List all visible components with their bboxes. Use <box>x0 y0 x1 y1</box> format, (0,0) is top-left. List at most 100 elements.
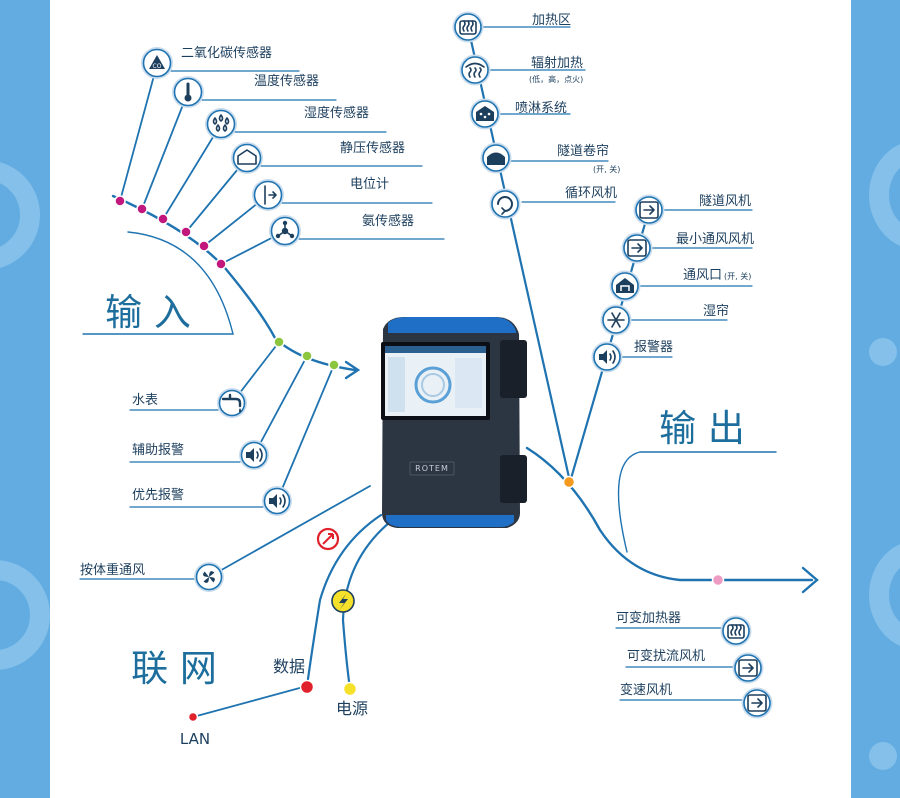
arrow-right-icon <box>747 694 767 712</box>
screen-header-bar <box>385 346 486 353</box>
output-mid-label-4: 报警器 <box>634 339 673 355</box>
speaker-icon <box>599 350 616 364</box>
output-trunk <box>525 446 814 582</box>
house-pressure-icon-glyph <box>237 149 257 165</box>
node-circle <box>491 190 519 218</box>
input-dot <box>215 258 227 270</box>
line-co2 <box>119 71 156 202</box>
thermometer-icon-glyph <box>184 82 192 102</box>
cooling-pad-icon-glyph <box>607 312 625 328</box>
ammonia-molecule-icon-glyph <box>275 220 295 239</box>
output-bottom-node-0 <box>720 615 752 647</box>
output-top-node-0 <box>452 11 484 43</box>
section-title-network: 联 网 <box>131 647 217 690</box>
water-tap-icon <box>221 393 242 413</box>
network-data-label: 数据 <box>273 657 305 676</box>
arrow-right-icon <box>627 239 647 257</box>
aux-node-0 <box>217 388 247 418</box>
output-top-node-1 <box>459 54 491 86</box>
speaker-icon-glyph <box>269 494 286 508</box>
humidity-drops-icon-glyph <box>212 114 230 132</box>
device-side-handle <box>500 340 527 398</box>
node-circle <box>461 56 489 84</box>
line-humidity <box>162 123 222 220</box>
output-top-label-1: 辐射加热 <box>531 55 583 71</box>
input-node-3 <box>231 142 263 174</box>
output-mid-node-1 <box>621 232 653 264</box>
tunnel-curtain-icon-glyph <box>487 152 505 165</box>
output-mid-node-2 <box>609 270 641 302</box>
output-top-label-0: 加热区 <box>532 13 571 28</box>
aux-node-1 <box>239 440 269 470</box>
co2-icon-glyph: CO <box>149 55 165 70</box>
diagram-nodes: CO <box>141 11 773 719</box>
input-dot <box>198 240 210 252</box>
speaker-icon <box>246 448 263 462</box>
inlet-icon-glyph <box>616 278 634 293</box>
line-data <box>305 513 383 688</box>
input-node-2 <box>205 108 237 140</box>
line-power <box>341 520 392 691</box>
input-label-2: 湿度传感器 <box>304 105 369 121</box>
arrow-right-icon <box>738 659 758 677</box>
humidity-drops-icon <box>212 114 230 132</box>
screen-right-panel <box>455 358 482 408</box>
device-brand-label: ROTEM <box>415 464 449 473</box>
line-lan <box>192 685 308 718</box>
aux-label-1: 辅助报警 <box>132 442 184 458</box>
output-top-note-3: (开, 关) <box>593 164 620 174</box>
output-mid-label-1: 最小通风风机 <box>676 232 754 247</box>
potentiometer-icon-glyph <box>264 185 277 205</box>
heater-icon-glyph <box>727 624 745 639</box>
heater-icon <box>727 624 745 639</box>
output-junction-dot <box>562 475 576 489</box>
input-dot <box>157 213 169 225</box>
input-node-1 <box>172 76 204 108</box>
fan-icon-glyph <box>203 571 215 583</box>
input-dot <box>180 226 192 238</box>
aux-label-2: 优先报警 <box>132 487 184 503</box>
input-dot <box>136 203 148 215</box>
left-side-panel <box>0 0 50 798</box>
brand-plate <box>409 461 455 476</box>
output-bottom-node-1 <box>732 652 764 684</box>
speaker-icon <box>269 494 286 508</box>
diagram-labels: 二氧化碳传感器温度传感器湿度传感器静压传感器电位计氨传感器水表辅助报警优先报警按… <box>80 13 754 748</box>
section-title-output: 输 出 <box>659 407 745 450</box>
output-mid-label-2: 通风口 <box>683 268 722 283</box>
screen-left-panel <box>388 357 405 412</box>
side-dot-decoration <box>869 338 897 366</box>
input-arrow-head <box>344 360 361 380</box>
lan-dot <box>187 711 199 723</box>
node-circle <box>253 180 283 210</box>
output-end-dot <box>711 573 725 587</box>
sprinkler-icon <box>476 106 494 121</box>
potentiometer-icon <box>264 185 277 205</box>
heater-icon-glyph <box>459 20 477 35</box>
output-top-label-3: 隧道卷帘 <box>557 143 609 159</box>
line-temperature <box>141 91 189 210</box>
output-mid-label-3: 湿帘 <box>703 303 729 319</box>
input-label-0: 二氧化碳传感器 <box>181 45 272 61</box>
section-title-input: 输 入 <box>105 291 191 334</box>
power-dot <box>342 681 358 697</box>
speaker-icon-glyph <box>246 448 263 462</box>
inlet-icon <box>616 278 634 293</box>
input-section-curve <box>82 231 234 335</box>
output-mid-label-0: 隧道风机 <box>699 193 751 209</box>
output-bottom-label-1: 可变扰流风机 <box>627 648 705 664</box>
arrow-right-icon-glyph <box>747 694 767 712</box>
controller-device: ROTEM <box>381 317 527 528</box>
speaker-icon-glyph <box>599 350 616 364</box>
node-circle <box>218 389 246 417</box>
network-power-label: 电源 <box>336 699 368 718</box>
input-dot <box>114 195 126 207</box>
device-bottom-accent <box>386 515 514 527</box>
aux-node-3 <box>194 562 224 592</box>
line-weight-vent <box>208 485 371 578</box>
output-mid-node-3 <box>600 304 632 336</box>
circulation-fan-icon-glyph <box>497 196 513 215</box>
side-dot-decoration <box>869 742 897 770</box>
